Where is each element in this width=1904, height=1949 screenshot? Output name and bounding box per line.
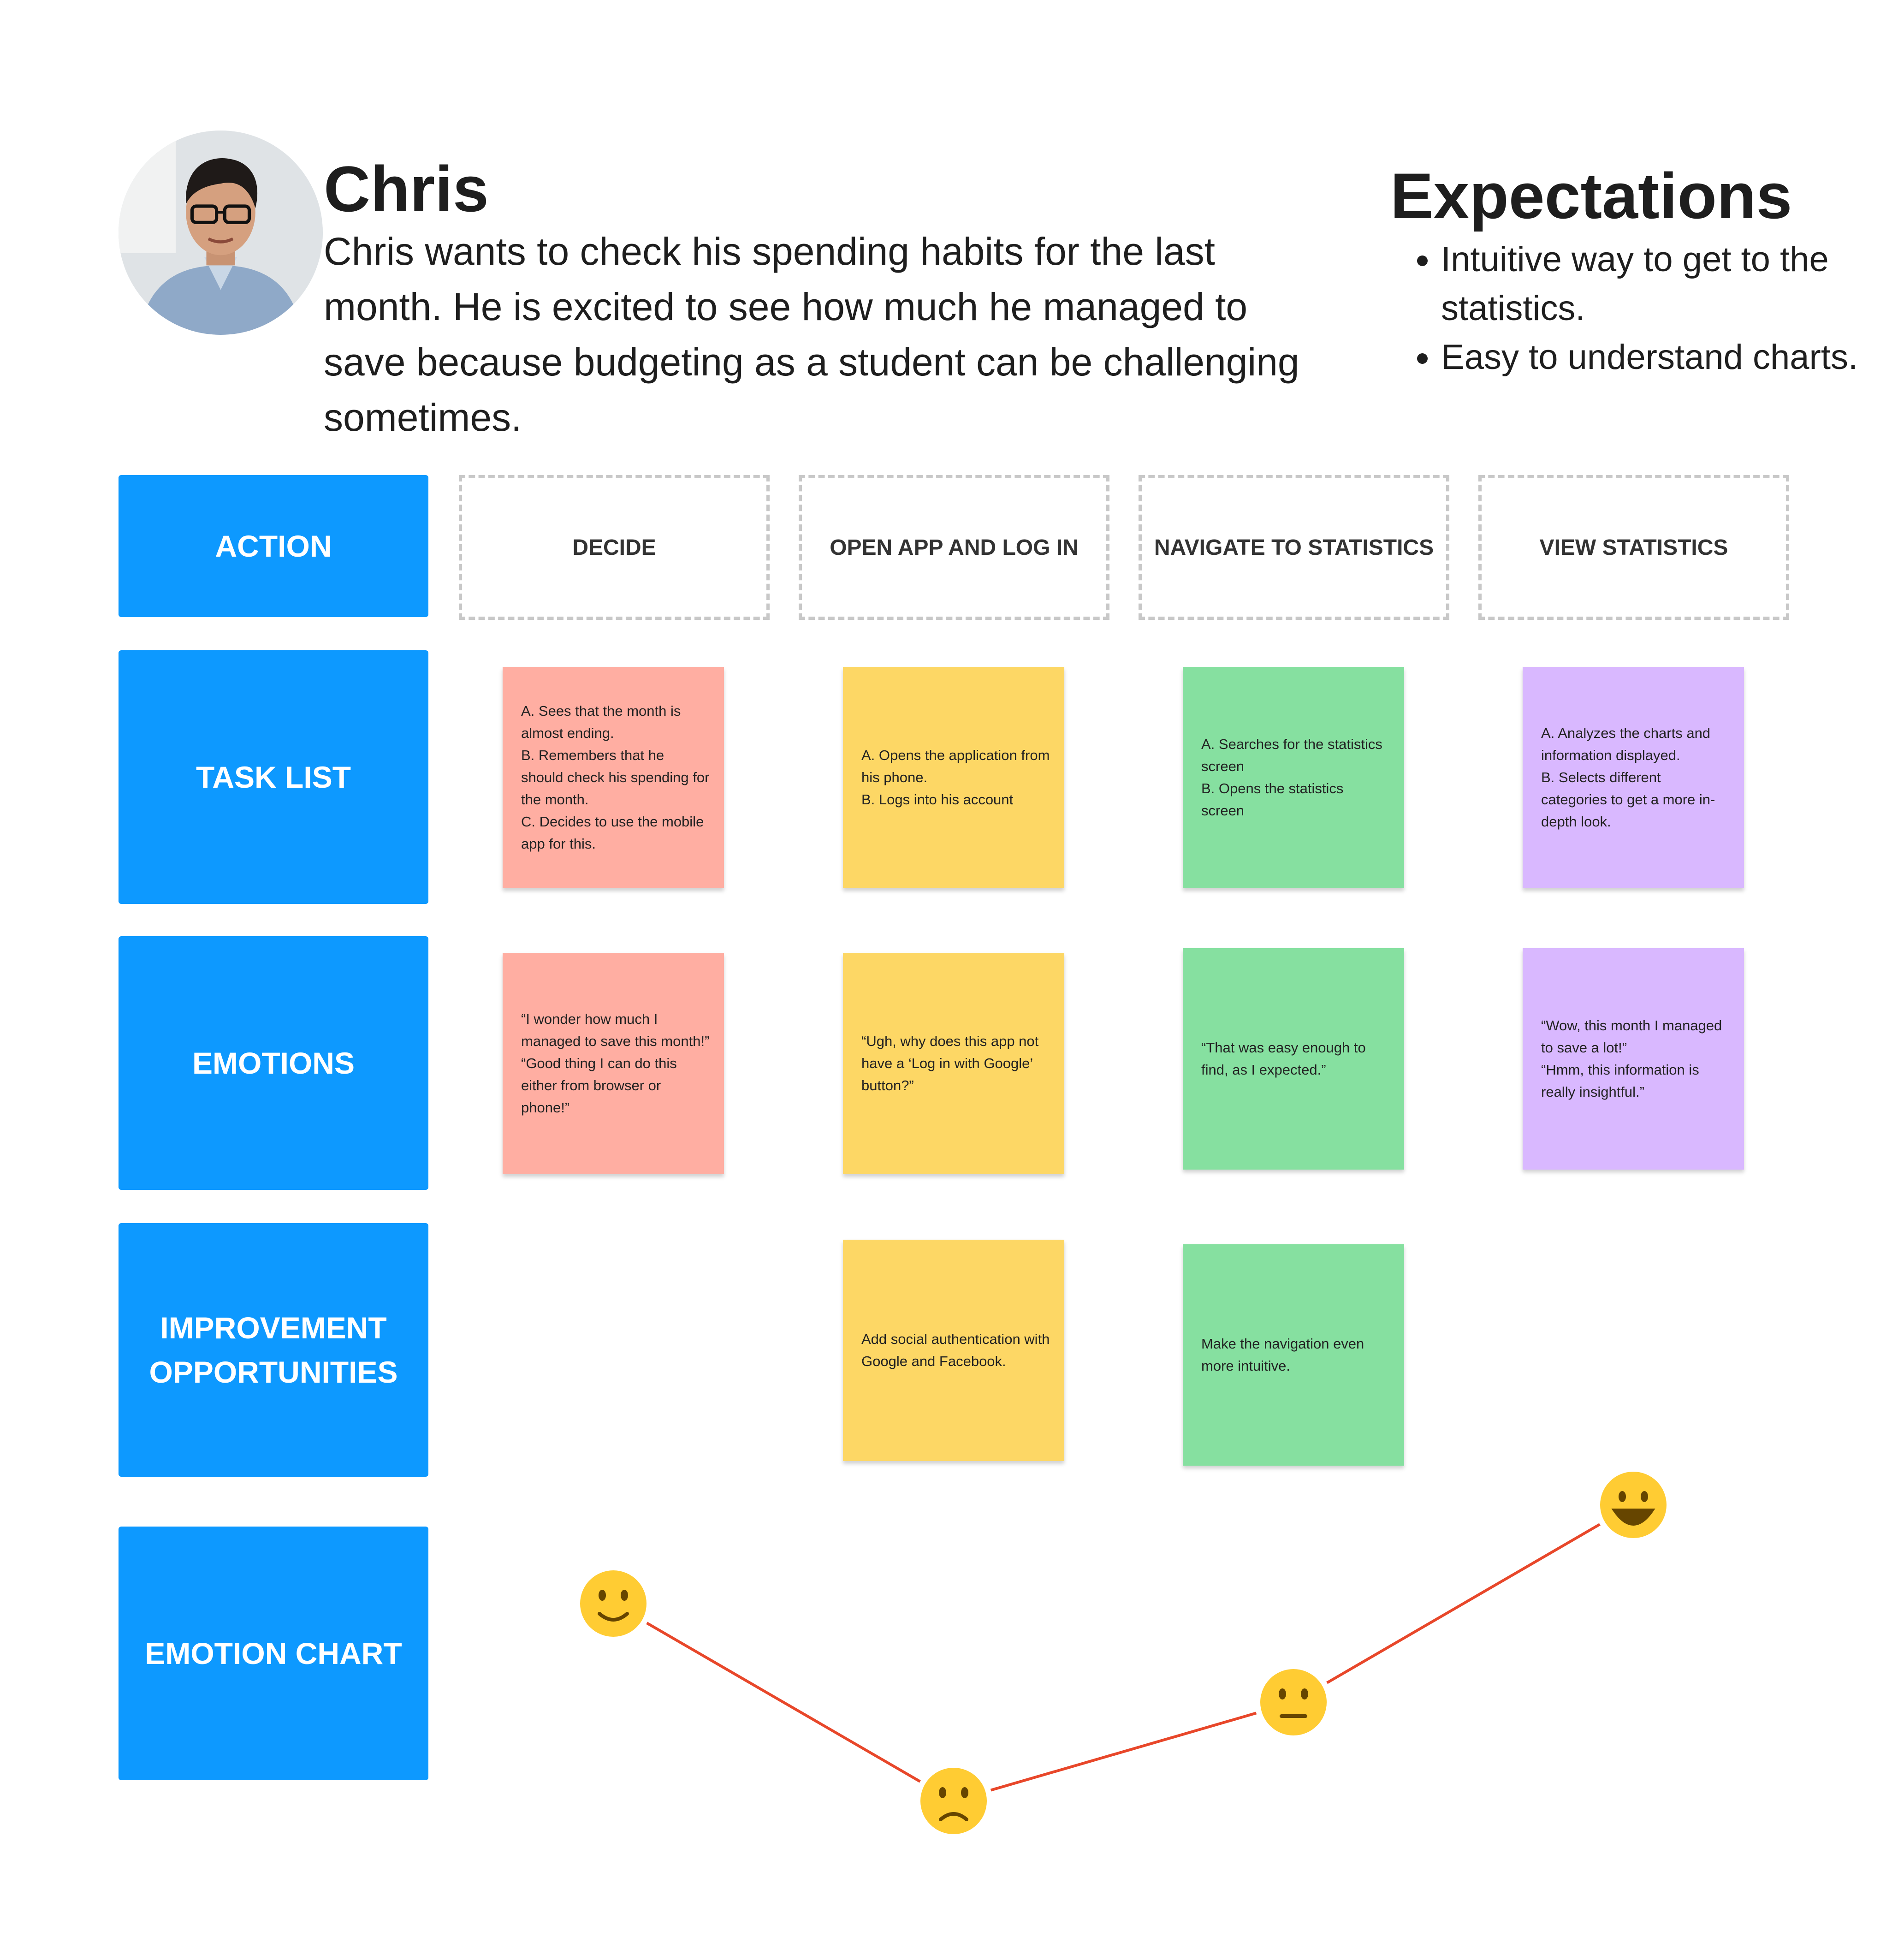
row-header-label: TASK LIST — [196, 760, 351, 794]
sticky-text: “I wonder how much I managed to save thi… — [521, 1011, 710, 1116]
improvement-sticky-navigate: Make the navigation even more intuitive. — [1183, 1244, 1404, 1466]
avatar-photo-icon — [119, 131, 323, 335]
emotion-sticky-open-app: “Ugh, why does this app not have a ‘Log … — [843, 953, 1064, 1174]
frowning-face-icon — [920, 1768, 987, 1834]
sticky-text: A. Searches for the statistics screen B.… — [1201, 736, 1382, 819]
row-header-label: EMOTIONS — [192, 1046, 355, 1080]
task-sticky-view: A. Analyzes the charts and information d… — [1523, 667, 1744, 888]
sticky-text: A. Opens the application from his phone.… — [861, 747, 1050, 808]
expectation-item: Intuitive way to get to the statistics. — [1441, 235, 1904, 333]
persona-name: Chris — [324, 153, 489, 225]
row-header-label: IMPROVEMENT OPPORTUNITIES — [149, 1311, 398, 1389]
stage-open-app: OPEN APP AND LOG IN — [799, 475, 1109, 620]
persona-avatar — [119, 131, 323, 335]
row-header-task-list: TASK LIST — [119, 650, 428, 904]
slightly-smiling-face-icon — [580, 1570, 647, 1637]
row-header-emotion-chart: EMOTION CHART — [119, 1527, 428, 1780]
sticky-text: Make the navigation even more intuitive. — [1201, 1336, 1364, 1374]
row-header-improvement: IMPROVEMENT OPPORTUNITIES — [119, 1223, 428, 1477]
expectation-item: Easy to understand charts. — [1441, 333, 1904, 382]
stage-label: OPEN APP AND LOG IN — [830, 535, 1079, 560]
emotion-line-segment — [1326, 1523, 1601, 1684]
emotion-sticky-view: “Wow, this month I managed to save a lot… — [1523, 948, 1744, 1170]
row-header-emotions: EMOTIONS — [119, 936, 428, 1190]
emotion-line-segment — [990, 1711, 1257, 1792]
emotion-sticky-decide: “I wonder how much I managed to save thi… — [503, 953, 724, 1174]
sticky-text: Add social authentication with Google an… — [861, 1331, 1050, 1369]
stage-label: NAVIGATE TO STATISTICS — [1154, 535, 1434, 560]
stage-navigate: NAVIGATE TO STATISTICS — [1139, 475, 1449, 620]
grinning-face-icon — [1600, 1472, 1667, 1538]
expectations-title: Expectations — [1390, 160, 1792, 232]
expectations-list: Intuitive way to get to the statistics. … — [1397, 235, 1904, 382]
task-sticky-navigate: A. Searches for the statistics screen B.… — [1183, 667, 1404, 888]
emotion-line-segment — [646, 1622, 921, 1783]
persona-description: Chris wants to check his spending habits… — [324, 230, 1299, 439]
stage-label: VIEW STATISTICS — [1539, 535, 1728, 560]
stage-view: VIEW STATISTICS — [1478, 475, 1789, 620]
sticky-text: “Wow, this month I managed to save a lot… — [1541, 1017, 1722, 1100]
neutral-face-icon — [1260, 1669, 1327, 1735]
row-header-label: ACTION — [215, 529, 332, 563]
sticky-text: “That was easy enough to find, as I expe… — [1201, 1040, 1366, 1078]
improvement-sticky-open-app: Add social authentication with Google an… — [843, 1240, 1064, 1461]
stage-label: DECIDE — [572, 535, 656, 560]
sticky-text: “Ugh, why does this app not have a ‘Log … — [861, 1033, 1039, 1093]
task-sticky-decide: A. Sees that the month is almost ending.… — [503, 667, 724, 888]
row-header-label: EMOTION CHART — [145, 1636, 402, 1670]
sticky-text: A. Sees that the month is almost ending.… — [521, 703, 710, 852]
stage-decide: DECIDE — [459, 475, 770, 620]
sticky-text: A. Analyzes the charts and information d… — [1541, 725, 1715, 830]
task-sticky-open-app: A. Opens the application from his phone.… — [843, 667, 1064, 888]
emotion-sticky-navigate: “That was easy enough to find, as I expe… — [1183, 948, 1404, 1170]
row-header-action: ACTION — [119, 475, 428, 617]
